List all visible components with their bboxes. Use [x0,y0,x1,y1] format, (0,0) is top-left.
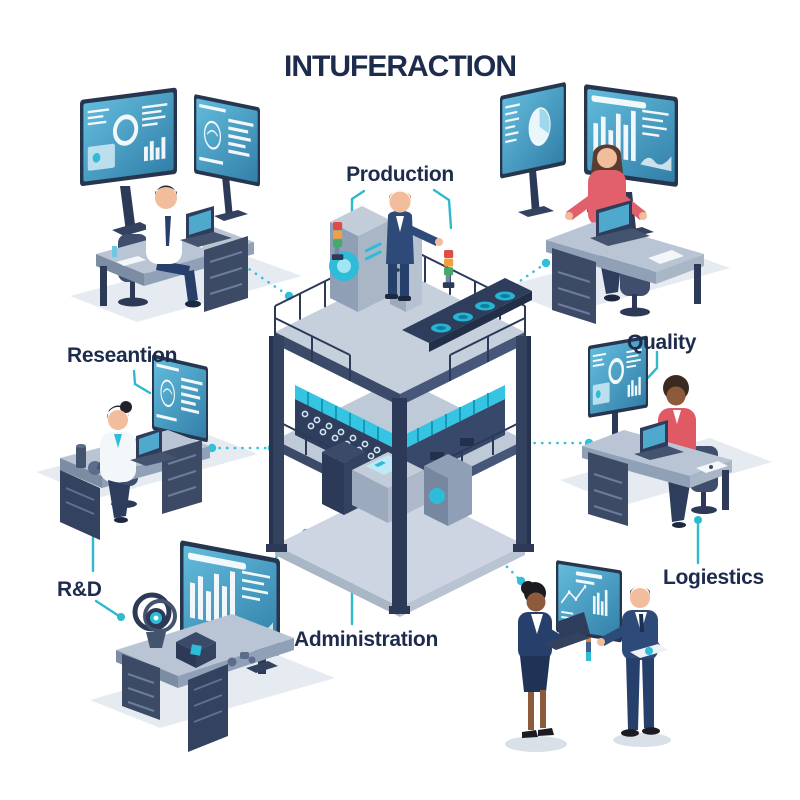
person-logistics-woman [518,581,590,738]
monitor-reports [192,92,262,188]
bottle [112,246,117,257]
tablet [630,644,668,658]
laptop [590,200,650,246]
callout-rnd [94,599,121,618]
skirt [520,656,550,692]
robot-parts [227,652,256,667]
hair [587,144,627,216]
logistics-meeting [505,558,671,752]
person-researcher [100,401,156,523]
workstation-top-left [80,87,262,312]
laptop [180,206,232,247]
connector-topright [495,261,548,299]
label-rnd: R&D [57,578,102,601]
printer-3d [176,632,216,668]
label-production: Production [346,163,454,186]
page-title: INTUFERACTION [284,50,517,83]
label-logistics: Logiestics [663,566,764,589]
paper [116,256,146,266]
monitor-pie [499,81,567,180]
desk [546,222,704,324]
workstation-quality [582,335,732,528]
label-administration: Administration [294,628,438,651]
signal-tower-right [442,250,455,288]
laptop [130,428,178,466]
workstation-top-right [499,81,704,324]
monitor-dashboard [80,87,177,186]
callout-production-right [432,188,453,230]
label-research: Reseantion [67,344,178,367]
filament-spool [132,592,177,648]
tie [639,614,644,632]
held-laptop [544,612,590,650]
factory-top-platform [274,190,532,406]
production-operator [385,190,443,301]
signal-tower-left [331,222,344,260]
connector-topleft [235,259,291,298]
machine-bed [402,278,532,352]
factory-columns [266,336,534,614]
laptop [634,420,684,460]
machine-port [429,488,445,504]
workstation-rnd [116,540,294,752]
callout-research [132,369,152,395]
person-logistics-man [597,586,668,737]
callout-quality [642,350,659,384]
notebook [648,250,684,264]
tie [165,216,171,246]
label-quality: Quality [627,331,697,354]
presentation-screen [554,558,624,661]
central-factory [266,190,534,617]
monitor-stands [112,176,248,236]
workstation-research [60,352,210,540]
